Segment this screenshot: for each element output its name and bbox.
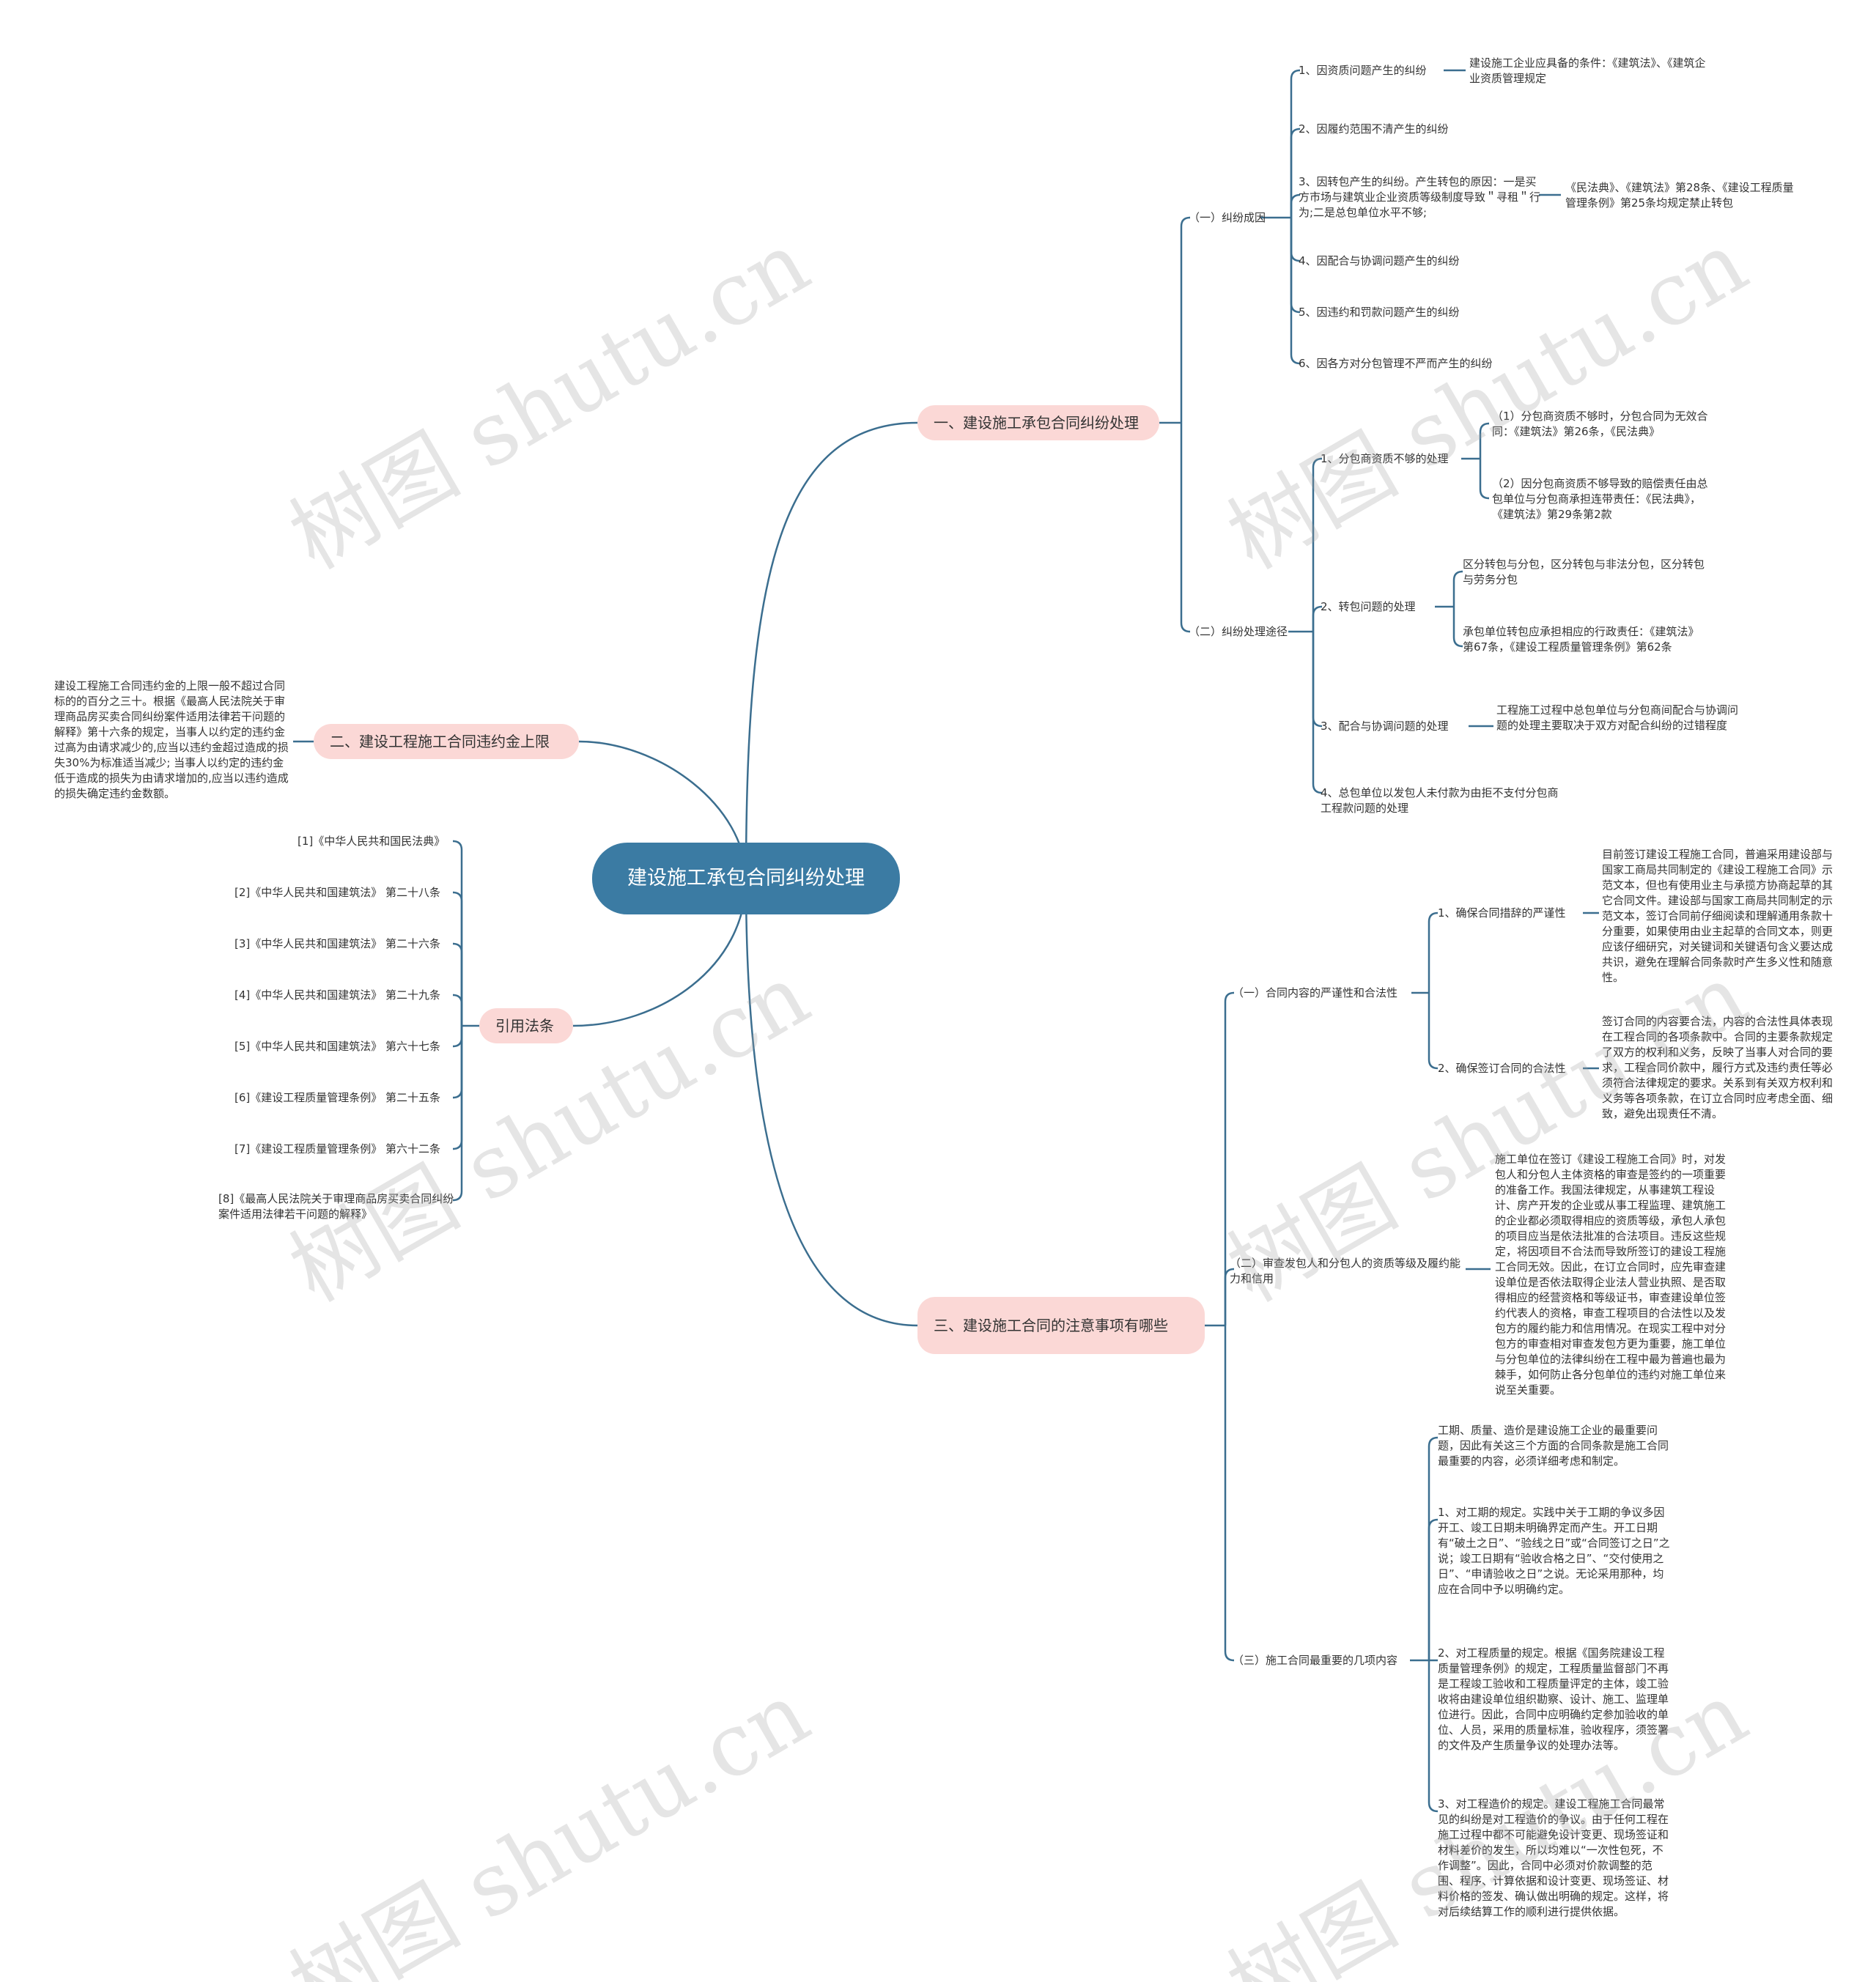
- b3-sub3-label[interactable]: （三）施工合同最重要的几项内容: [1233, 1654, 1398, 1667]
- b3-sub3-note-0: 工期、质量、造价是建设施工企业的最重要问题，因此有关这三个方面的合同条款是施工合…: [1438, 1424, 1669, 1468]
- law-branch-5: [452, 1026, 463, 1099]
- b1-sub1-item-4[interactable]: 4、因配合与协调问题产生的纠纷: [1299, 254, 1460, 267]
- b1-sub2-item2-branch-1: [1452, 607, 1463, 648]
- b3-sub1-item1-note: 目前签订建设工程施工合同，普遍采用建设部与国家工商局共同制定的《建设工程施工合同…: [1602, 848, 1833, 984]
- b3-sub2-label[interactable]: （二）审查发包人和分包人的资质等级及履约能力和信用: [1230, 1257, 1461, 1285]
- b1-sub1-item1-note: 建设施工企业应具备的条件：《建筑法》、《建筑企业资质管理规定: [1469, 56, 1706, 85]
- b1-branch-1: [1180, 423, 1191, 633]
- law-item-4[interactable]: [4]《中华人民共和国建筑法》 第二十九条: [234, 988, 441, 1002]
- law-branch-0: [452, 840, 463, 1026]
- law-branch-7: [452, 1026, 463, 1202]
- b3-sub3-note-3: 3、对工程造价的规定。建设工程施工合同最常见的纠纷是对工程造价的争议。由于任何工…: [1438, 1797, 1669, 1918]
- b1-sub1-item-2[interactable]: 2、因履约范围不清产生的纠纷: [1299, 122, 1449, 136]
- law-branch-node[interactable]: 引用法条: [479, 1008, 573, 1043]
- law-item-1[interactable]: [1]《中华人民共和国民法典》: [298, 835, 446, 848]
- b1-branch-0: [1180, 216, 1191, 423]
- b1-sub2-item-4[interactable]: 4、总包单位以发包人未付款为由拒不支付分包商工程款问题的处理: [1321, 786, 1559, 815]
- b1-sub2-item-3[interactable]: 3、配合与协调问题的处理: [1321, 720, 1449, 733]
- b1-sub2-item1-branch-0: [1479, 422, 1490, 459]
- b1-sub1-branch-0: [1290, 69, 1301, 218]
- b3-sub1-item2-note: 签订合同的内容要合法，内容的合法性具体表现在工程合同的各项条款中。合同的主要条款…: [1602, 1015, 1833, 1120]
- b3-branch-1: [1224, 1268, 1235, 1325]
- law-item-3[interactable]: [3]《中华人民共和国建筑法》 第二十六条: [234, 937, 441, 950]
- b1-sub2-item2-note-2: 承包单位转包应承担相应的行政责任：《建筑法》第67条，《建设工程质量管理条例》第…: [1463, 625, 1699, 654]
- b1-sub2-branch-1: [1312, 605, 1323, 632]
- b2-note: 建设工程施工合同违约金的上限一般不超过合同标的的百分之三十。根据《最高人民法院关…: [54, 679, 289, 800]
- root-node[interactable]: 建设施工承包合同纠纷处理: [592, 843, 900, 914]
- law-branch-4: [452, 1026, 463, 1048]
- b3-sub1-item-2[interactable]: 2、确保签订合同的合法性: [1438, 1062, 1566, 1075]
- b3-sub2-note: 施工单位在签订《建设工程施工合同》时，对发包人和分包人主体资格的审查是签约的一项…: [1495, 1153, 1727, 1397]
- b3-sub3-note-1: 1、对工期的规定。实践中关于工期的争议多因开工、竣工日期未明确界定而产生。开工日…: [1438, 1506, 1670, 1596]
- law-branch-3: [452, 994, 463, 1026]
- law-branch-1: [452, 891, 463, 1026]
- b3-sub3-branch-1: [1428, 1518, 1439, 1660]
- law-branch-2: [452, 942, 463, 1026]
- b1-sub2-branch-3: [1312, 632, 1323, 794]
- b1-sub2-item3-note: 工程施工过程中总包单位与分包商间配合与协调问题的处理主要取决于双方对配合纠纷的过…: [1496, 703, 1739, 732]
- root-to-branch-3: [745, 879, 918, 1327]
- b1-sub2-branch-2: [1312, 632, 1323, 728]
- b1-sub2-item2-note-1: 区分转包与分包，区分转包与非法分包，区分转包与劳务分包: [1463, 558, 1705, 586]
- b1-sub2-item-2[interactable]: 2、转包问题的处理: [1321, 600, 1416, 613]
- b1-sub2-item-1[interactable]: 1、分包商资质不够的处理: [1321, 452, 1449, 465]
- b3-sub3-branch-0: [1428, 1436, 1439, 1660]
- b1-sub1-item3-note: 《民法典》、《建筑法》第28条、《建设工程质量管理条例》第25条均规定禁止转包: [1565, 181, 1794, 210]
- b1-sub2-item1-note-1: （1）分包商资质不够时，分包合同为无效合同：《建筑法》第26条，《民法典》: [1492, 410, 1708, 438]
- b1-sub2-item1-branch-1: [1479, 459, 1490, 500]
- b3-sub1-item-1[interactable]: 1、确保合同措辞的严谨性: [1438, 906, 1566, 920]
- b3-branch-2: [1224, 1325, 1235, 1662]
- b1-sub2-branch-0: [1312, 457, 1323, 632]
- law-item-5[interactable]: [5]《中华人民共和国建筑法》 第六十七条: [234, 1040, 441, 1053]
- b1-sub1-item-1[interactable]: 1、因资质问题产生的纠纷: [1299, 64, 1427, 77]
- b1-sub1-item-5[interactable]: 5、因违约和罚款问题产生的纠纷: [1299, 306, 1460, 319]
- b1-sub2-label[interactable]: （二）纠纷处理途径: [1189, 625, 1288, 638]
- law-item-8[interactable]: [8]《最高人民法院关于审理商品房买卖合同纠纷案件适用法律若干问题的解释》: [218, 1192, 454, 1221]
- b1-sub1-label[interactable]: （一）纠纷成因: [1189, 211, 1266, 224]
- law-item-2[interactable]: [2]《中华人民共和国建筑法》 第二十八条: [234, 886, 441, 899]
- b1-sub1-branch-2: [1290, 193, 1301, 218]
- branch-3-node[interactable]: 三、建设施工合同的注意事项有哪些: [917, 1297, 1205, 1354]
- b1-sub1-item-6[interactable]: 6、因各方对分包管理不严而产生的纠纷: [1299, 357, 1493, 370]
- root-to-branch-1: [745, 421, 918, 880]
- b3-sub1-branch-1: [1428, 993, 1439, 1070]
- b3-sub3-branch-3: [1428, 1660, 1439, 1813]
- b3-branch-0: [1224, 991, 1235, 1325]
- b3-sub1-branch-0: [1428, 912, 1439, 993]
- b1-sub2-item1-note-2: （2）因分包商资质不够导致的赔偿责任由总包单位与分包商承担连带责任：《民法典》，…: [1492, 477, 1708, 521]
- b3-sub3-note-2: 2、对工程质量的规定。根据《国务院建设工程质量管理条例》的规定，工程质量监督部门…: [1438, 1646, 1669, 1752]
- branch-1-node[interactable]: 一、建设施工承包合同纠纷处理: [917, 405, 1159, 440]
- law-item-7[interactable]: [7]《建设工程质量管理条例》 第六十二条: [234, 1142, 441, 1155]
- b1-sub1-item-3[interactable]: 3、因转包产生的纠纷。产生转包的原因：一是买方市场与建筑业企业资质等级制度导致＂…: [1299, 175, 1541, 219]
- b1-sub1-branch-5: [1290, 218, 1301, 365]
- b1-sub2-item2-branch-0: [1452, 570, 1463, 607]
- branch-2-node[interactable]: 二、建设工程施工合同违约金上限: [314, 724, 579, 759]
- law-item-6[interactable]: [6]《建设工程质量管理条例》 第二十五条: [234, 1091, 441, 1104]
- b1-sub1-branch-1: [1290, 127, 1301, 218]
- b3-sub1-label[interactable]: （一）合同内容的严谨性和合法性: [1233, 986, 1398, 999]
